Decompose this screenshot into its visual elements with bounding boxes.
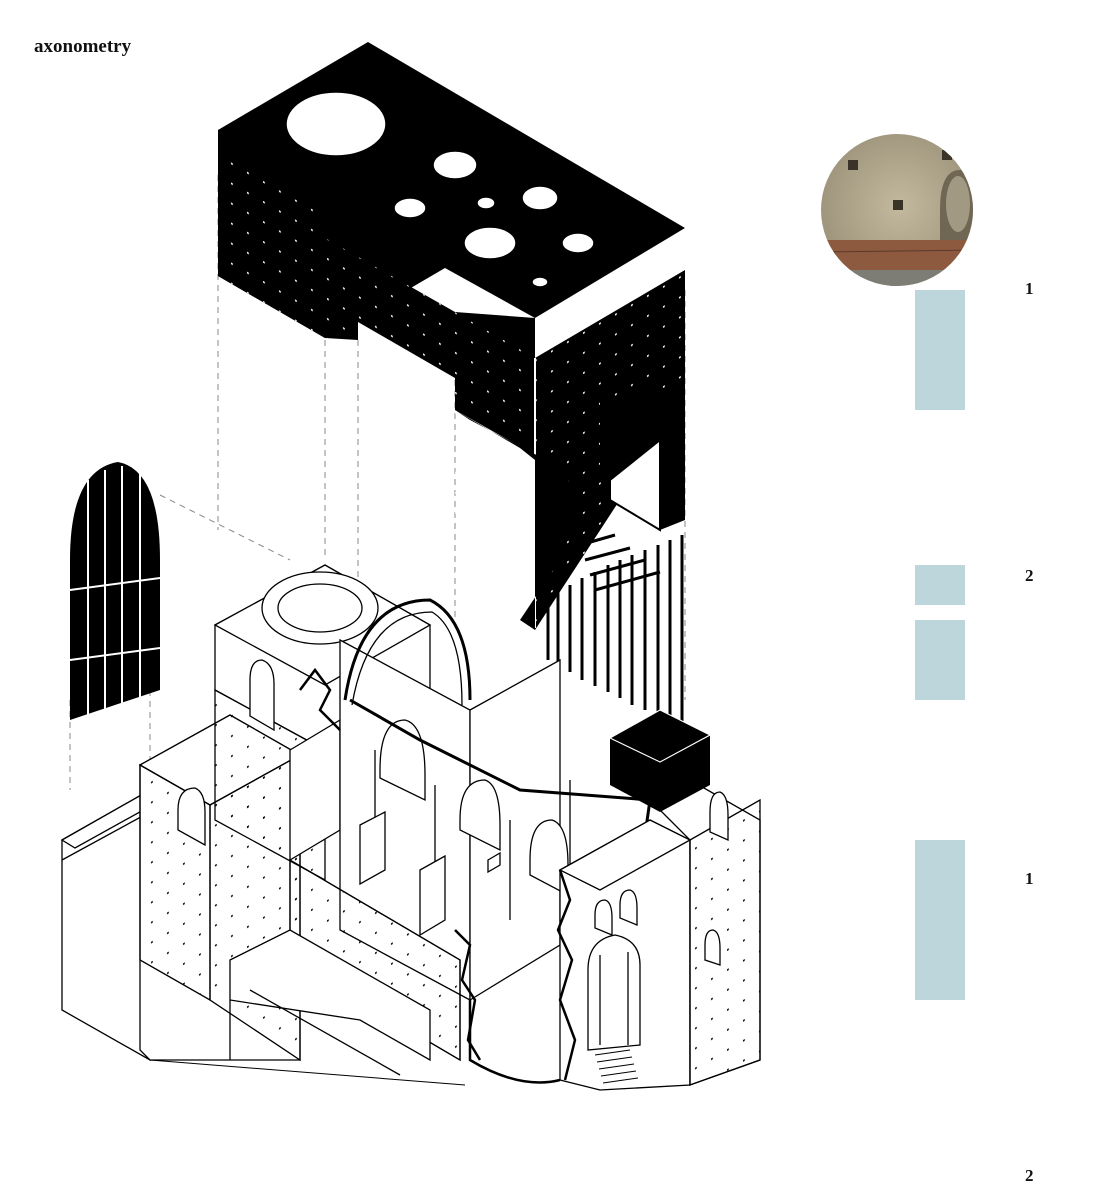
photo-stone-wall	[821, 134, 973, 286]
black-box	[608, 709, 712, 812]
window-grille	[69, 462, 161, 720]
photo-4-label: 2	[1025, 1166, 1034, 1185]
roof-slab	[218, 42, 685, 630]
hanging-fragment	[455, 390, 685, 630]
photo-2-label: 2	[1025, 566, 1034, 585]
church-building	[60, 564, 761, 1091]
photo-3-label: 1	[1025, 869, 1034, 888]
connector-bands	[915, 290, 965, 1000]
page-title: axonometry	[34, 36, 132, 57]
photo-1-label: 1	[1025, 279, 1034, 298]
rod-diagonals	[574, 518, 661, 592]
